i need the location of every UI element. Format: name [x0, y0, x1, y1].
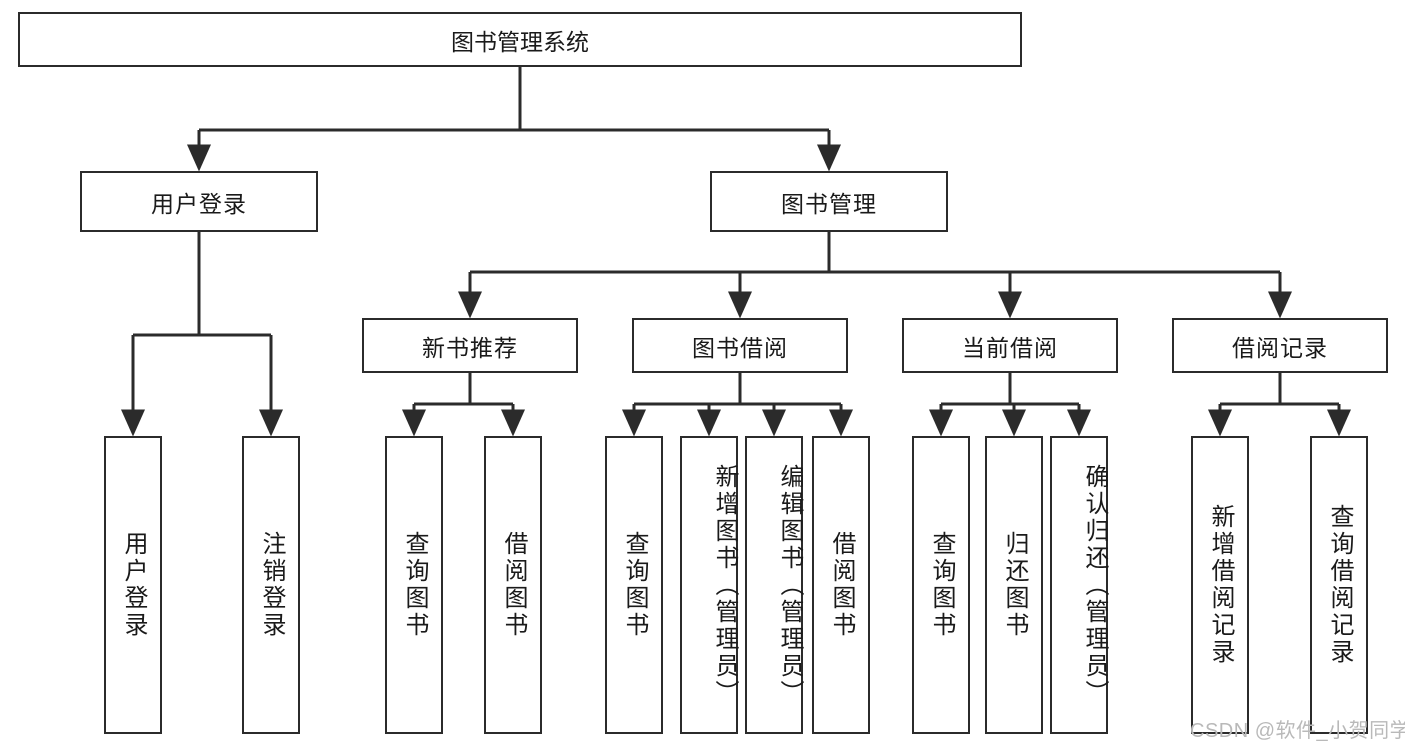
node-level3-0[interactable]: 新书推荐: [362, 318, 578, 373]
node-leaf-11[interactable]: 新增借阅记录: [1191, 436, 1249, 734]
node-leaf-7[interactable]: 借阅图书: [812, 436, 870, 734]
node-label: 借阅记录: [1232, 334, 1328, 361]
node-label: 新增图书（管理员）: [711, 463, 738, 707]
node-label: 归还图书: [1001, 531, 1028, 639]
node-label: 新增借阅记录: [1207, 504, 1234, 666]
node-level2-1[interactable]: 图书管理: [710, 171, 948, 232]
node-label: 图书管理系统: [451, 28, 589, 55]
node-leaf-8[interactable]: 查询图书: [912, 436, 970, 734]
node-leaf-3[interactable]: 借阅图书: [484, 436, 542, 734]
node-leaf-6[interactable]: 编辑图书（管理员）: [745, 436, 803, 734]
node-label: 确认归还（管理员）: [1081, 463, 1108, 707]
node-label: 借阅图书: [500, 531, 527, 639]
node-label: 图书借阅: [692, 334, 788, 361]
node-leaf-0[interactable]: 用户登录: [104, 436, 162, 734]
node-level2-0[interactable]: 用户登录: [80, 171, 318, 232]
node-label: 查询图书: [621, 531, 648, 639]
node-leaf-1[interactable]: 注销登录: [242, 436, 300, 734]
node-leaf-5[interactable]: 新增图书（管理员）: [680, 436, 738, 734]
node-level3-1[interactable]: 图书借阅: [632, 318, 848, 373]
node-label: 查询图书: [928, 531, 955, 639]
node-label: 注销登录: [258, 531, 285, 639]
node-leaf-9[interactable]: 归还图书: [985, 436, 1043, 734]
node-label: 当前借阅: [962, 334, 1058, 361]
node-label: 查询借阅记录: [1326, 504, 1353, 666]
node-level3-2[interactable]: 当前借阅: [902, 318, 1118, 373]
node-label: 编辑图书（管理员）: [776, 463, 803, 707]
node-label: 用户登录: [120, 531, 147, 639]
node-leaf-2[interactable]: 查询图书: [385, 436, 443, 734]
node-root-system[interactable]: 图书管理系统: [18, 12, 1022, 67]
node-leaf-4[interactable]: 查询图书: [605, 436, 663, 734]
node-label: 借阅图书: [828, 531, 855, 639]
node-label: 查询图书: [401, 531, 428, 639]
node-label: 新书推荐: [422, 334, 518, 361]
node-leaf-12[interactable]: 查询借阅记录: [1310, 436, 1368, 734]
node-level3-3[interactable]: 借阅记录: [1172, 318, 1388, 373]
node-leaf-10[interactable]: 确认归还（管理员）: [1050, 436, 1108, 734]
node-label: 图书管理: [781, 190, 877, 217]
node-label: 用户登录: [151, 190, 247, 217]
